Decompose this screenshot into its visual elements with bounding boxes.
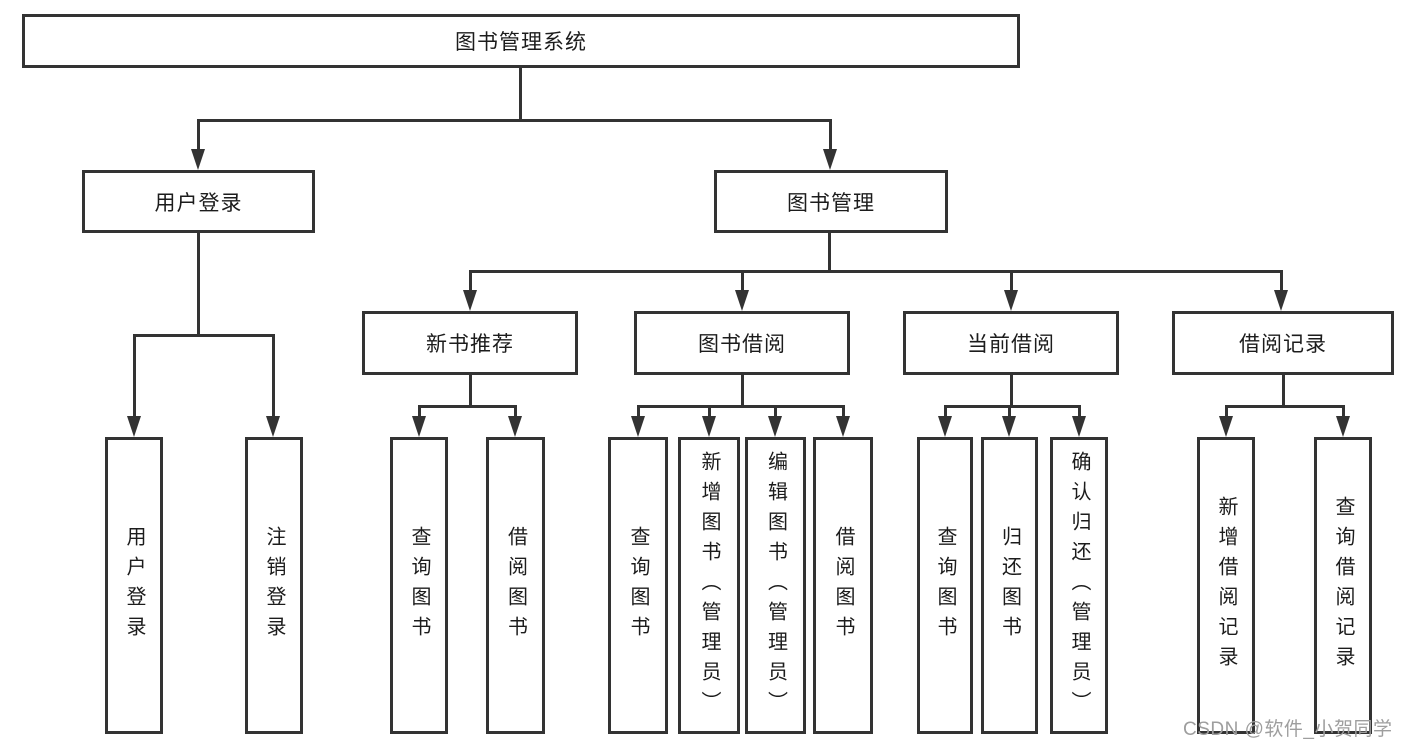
connector-line [829,119,832,150]
connector-line [1225,405,1345,408]
node-label: 借阅图书 [504,525,527,646]
node-label: 查询图书 [934,525,956,646]
leaf-return-book: 归还图书 [981,437,1038,734]
connector-line [1342,405,1345,417]
leaf-query-book-current: 查询图书 [917,437,973,734]
node-user-login: 用户登录 [82,170,315,233]
arrow-down-icon [1336,416,1350,437]
node-label: 当前借阅 [967,333,1055,356]
connector-line [197,232,200,336]
leaf-query-borrow-record: 查询借阅记录 [1314,437,1372,734]
connector-line [133,334,275,337]
node-library-management-system: 图书管理系统 [22,14,1020,68]
connector-line [418,405,517,408]
connector-line [1282,374,1285,407]
node-label: 用户登录 [154,191,243,215]
connector-line [514,405,517,417]
connector-line [637,405,844,408]
connector-line [944,405,1081,408]
connector-line [774,405,777,417]
arrow-down-icon [508,416,522,437]
node-label: 归还图书 [998,525,1021,646]
connector-line [637,405,640,417]
leaf-confirm-return-admin: 确认归还（管理员） [1050,437,1108,734]
arrow-down-icon [191,149,205,170]
arrow-down-icon [836,416,850,437]
node-book-management: 图书管理 [714,170,948,233]
arrow-down-icon [702,416,716,437]
leaf-query-book-recommend: 查询图书 [390,437,448,734]
node-label: 借阅记录 [1239,333,1327,356]
arrow-down-icon [1004,290,1018,311]
node-label: 注销登录 [263,525,285,646]
connector-line [469,270,1283,273]
node-label: 查询图书 [627,525,649,646]
connector-line [1280,270,1283,290]
arrow-down-icon [266,416,280,437]
node-label: 查询借阅记录 [1332,495,1354,676]
connector-line [272,334,275,416]
node-book-borrow: 图书借阅 [634,311,850,375]
connector-line [1010,270,1013,290]
arrow-down-icon [463,290,477,311]
node-current-borrow: 当前借阅 [903,311,1119,375]
node-label: 确认归还（管理员） [1068,450,1090,721]
arrow-down-icon [1219,416,1233,437]
connector-line [828,232,831,272]
node-label: 编辑图书（管理员） [764,450,787,721]
leaf-user-login: 用户登录 [105,437,163,734]
node-label: 图书借阅 [698,333,786,356]
connector-line [1078,405,1081,417]
leaf-logout: 注销登录 [245,437,303,734]
node-borrow-records: 借阅记录 [1172,311,1394,375]
connector-line [1225,405,1228,417]
arrow-down-icon [1274,290,1288,311]
arrow-down-icon [938,416,952,437]
arrow-down-icon [768,416,782,437]
leaf-borrow-book-recommend: 借阅图书 [486,437,545,734]
csdn-watermark: CSDN @软件_小贺同学 [1183,719,1393,740]
node-label: 图书管理系统 [455,31,587,54]
connector-line [418,405,421,417]
connector-line [944,405,947,417]
node-label: 借阅图书 [832,525,854,646]
arrow-down-icon [735,290,749,311]
node-label: 用户登录 [123,525,145,646]
arrow-down-icon [412,416,426,437]
node-label: 新增图书（管理员） [698,450,720,721]
node-label: 新书推荐 [426,333,514,356]
arrow-down-icon [1072,416,1086,437]
leaf-add-book-admin: 新增图书（管理员） [678,437,740,734]
connector-line [708,405,711,417]
arrow-down-icon [823,149,837,170]
node-label: 新增借阅记录 [1215,495,1237,676]
connector-line [741,374,744,407]
node-label: 图书管理 [787,191,875,215]
leaf-edit-book-admin: 编辑图书（管理员） [745,437,806,734]
connector-line [469,374,472,407]
leaf-add-borrow-record: 新增借阅记录 [1197,437,1255,734]
node-new-book-recommend: 新书推荐 [362,311,578,375]
connector-line [469,270,472,290]
connector-line [842,405,845,417]
connector-line [197,119,832,122]
node-label: 查询图书 [408,525,430,646]
connector-line [741,270,744,290]
arrow-down-icon [631,416,645,437]
arrow-down-icon [1002,416,1016,437]
connector-line [519,67,522,120]
arrow-down-icon [127,416,141,437]
connector-line [197,119,200,150]
connector-line [1010,374,1013,407]
connector-line [1008,405,1011,417]
connector-line [133,334,136,416]
leaf-borrow-book: 借阅图书 [813,437,873,734]
leaf-query-book-borrow: 查询图书 [608,437,668,734]
